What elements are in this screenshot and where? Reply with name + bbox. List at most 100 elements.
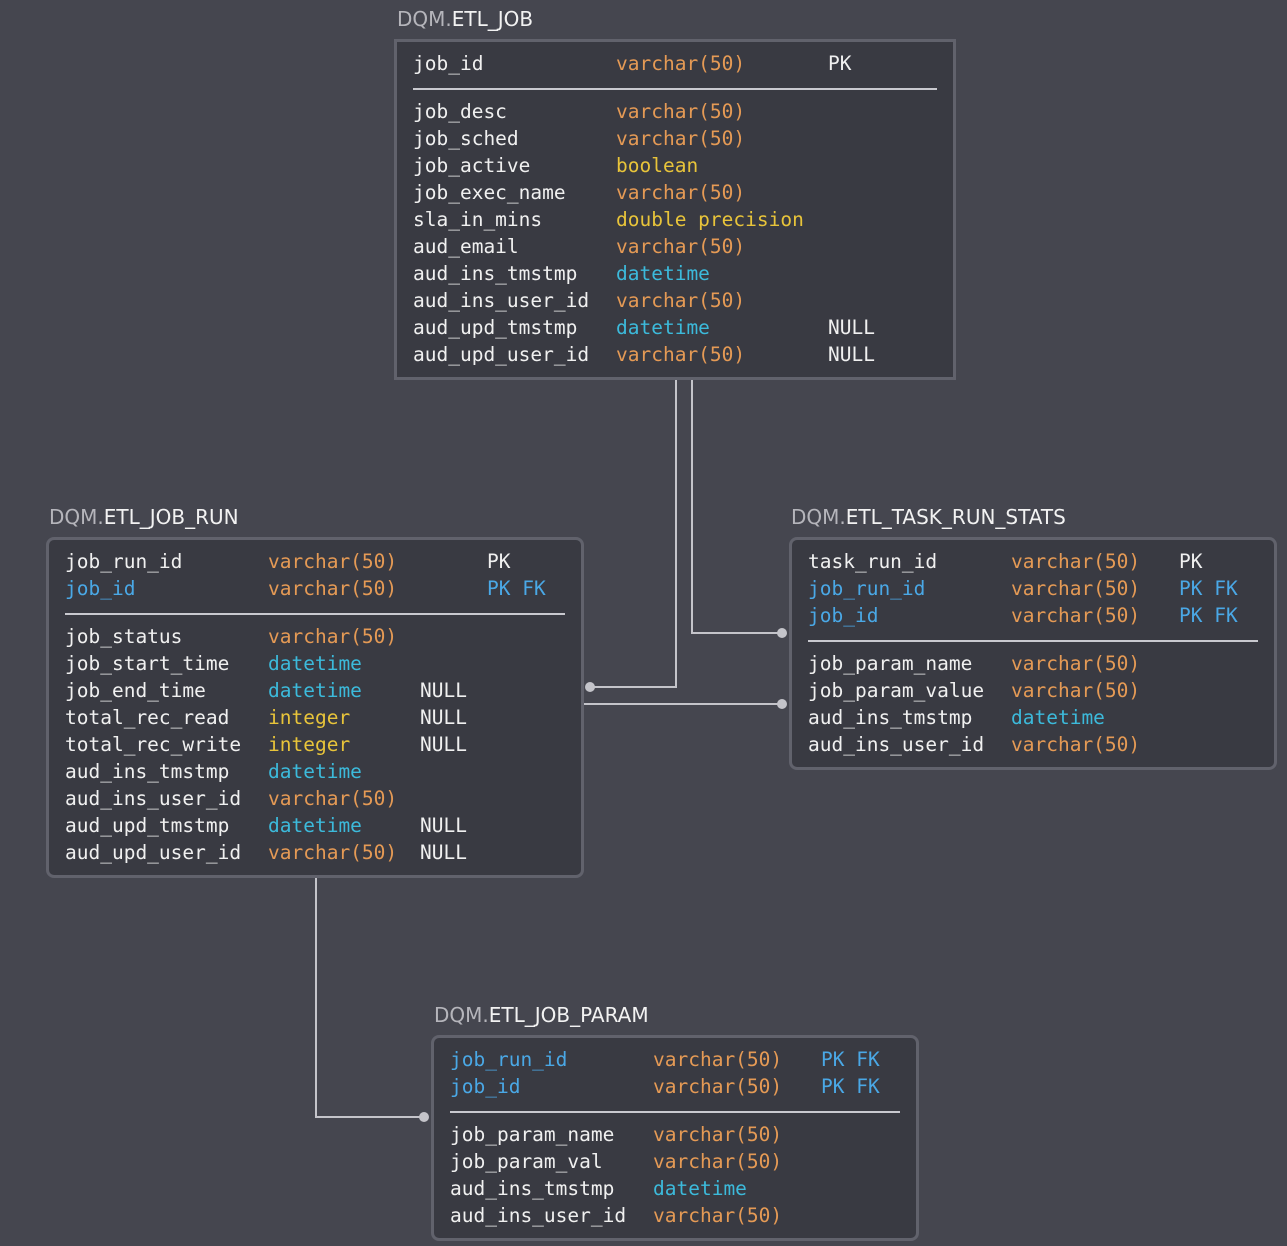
connector-endpoint xyxy=(777,699,787,709)
column-name: aud_ins_tmstmp xyxy=(450,1177,615,1200)
column-name: aud_ins_user_id xyxy=(65,787,242,810)
key-divider xyxy=(808,640,1258,642)
column-name: job_status xyxy=(65,625,183,648)
column-name: job_start_time xyxy=(65,652,230,675)
column-type: varchar(50) xyxy=(616,289,746,312)
column-name: aud_email xyxy=(413,235,519,258)
column-type: varchar(50) xyxy=(268,577,398,600)
connector-job-to-job-run xyxy=(590,380,677,688)
column-type: varchar(50) xyxy=(653,1204,783,1227)
column-flags: NULL xyxy=(420,814,467,837)
column-type: varchar(50) xyxy=(616,100,746,123)
connector-job-to-task-run-stats xyxy=(691,380,782,634)
column-name: job_run_id xyxy=(65,550,183,573)
column-type: varchar(50) xyxy=(653,1075,783,1098)
table-name: ETL_JOB_RUN xyxy=(103,505,239,529)
column-name: job_param_name xyxy=(808,652,973,675)
key-divider xyxy=(65,613,565,615)
column-type: varchar(50) xyxy=(653,1150,783,1173)
connector-endpoint xyxy=(777,628,787,638)
column-name: job_run_id xyxy=(808,577,926,600)
column-type: integer xyxy=(268,733,351,756)
column-name: aud_ins_user_id xyxy=(808,733,985,756)
column-name: job_end_time xyxy=(65,679,206,702)
column-name: aud_upd_user_id xyxy=(413,343,590,366)
column-name: aud_ins_tmstmp xyxy=(413,262,578,285)
schema-name: DQM xyxy=(397,7,446,31)
entity-title-etl-job: DQM.ETL_JOB xyxy=(397,7,534,31)
connector-endpoint xyxy=(585,682,595,692)
column-type: varchar(50) xyxy=(616,52,746,75)
column-name: job_sched xyxy=(413,127,519,150)
column-flags: PK xyxy=(1179,550,1203,573)
entity-etl-job-run[interactable]: job_run_id varchar(50) PK job_id varchar(50)… xyxy=(46,537,584,878)
column-type: varchar(50) xyxy=(653,1048,783,1071)
column-type: varchar(50) xyxy=(1011,652,1141,675)
column-name: job_desc xyxy=(413,100,507,123)
column-type: boolean xyxy=(616,154,699,177)
column-name: job_run_id xyxy=(450,1048,568,1071)
column-type: varchar(50) xyxy=(653,1123,783,1146)
column-type: varchar(50) xyxy=(1011,577,1141,600)
connector-job-run-to-job-param xyxy=(315,878,424,1118)
column-type: varchar(50) xyxy=(616,181,746,204)
column-name: aud_upd_user_id xyxy=(65,841,242,864)
schema-name: DQM xyxy=(434,1003,483,1027)
column-flags: NULL xyxy=(420,733,467,756)
column-type: datetime xyxy=(268,814,362,837)
column-name: job_param_val xyxy=(450,1150,603,1173)
connector-endpoint xyxy=(419,1112,429,1122)
column-type: varchar(50) xyxy=(268,787,398,810)
column-type: varchar(50) xyxy=(1011,550,1141,573)
column-name: sla_in_mins xyxy=(413,208,543,231)
column-type: datetime xyxy=(653,1177,747,1200)
column-type: datetime xyxy=(268,679,362,702)
column-type: varchar(50) xyxy=(616,127,746,150)
column-flags: PK FK xyxy=(821,1048,880,1071)
column-flags: PK xyxy=(828,52,852,75)
column-name: aud_upd_tmstmp xyxy=(413,316,578,339)
column-flags: NULL xyxy=(420,679,467,702)
column-name: job_id xyxy=(65,577,136,600)
column-flags: PK FK xyxy=(821,1075,880,1098)
column-type: varchar(50) xyxy=(1011,604,1141,627)
column-name: aud_ins_user_id xyxy=(413,289,590,312)
column-name: aud_upd_tmstmp xyxy=(65,814,230,837)
schema-name: DQM xyxy=(49,505,98,529)
column-type: datetime xyxy=(616,316,710,339)
column-flags: PK xyxy=(487,550,511,573)
column-flags: NULL xyxy=(828,316,875,339)
column-type: varchar(50) xyxy=(1011,679,1141,702)
column-name: job_id xyxy=(808,604,879,627)
column-type: varchar(50) xyxy=(268,625,398,648)
entity-title-etl-job-param: DQM.ETL_JOB_PARAM xyxy=(434,1003,649,1027)
column-type: varchar(50) xyxy=(616,235,746,258)
table-name: ETL_TASK_RUN_STATS xyxy=(845,505,1066,529)
column-flags: NULL xyxy=(420,706,467,729)
column-type: datetime xyxy=(1011,706,1105,729)
column-flags: PK FK xyxy=(1179,604,1238,627)
column-type: varchar(50) xyxy=(1011,733,1141,756)
schema-name: DQM xyxy=(791,505,840,529)
key-divider xyxy=(450,1111,900,1113)
key-divider xyxy=(413,88,937,90)
entity-title-etl-task-run-stats: DQM.ETL_TASK_RUN_STATS xyxy=(791,505,1066,529)
table-name: ETL_JOB xyxy=(451,7,534,31)
entity-etl-job-param[interactable]: job_run_id varchar(50) PK FK job_id varchar(… xyxy=(431,1035,919,1241)
column-flags: NULL xyxy=(420,841,467,864)
column-type: double precision xyxy=(616,208,804,231)
column-flags: PK FK xyxy=(1179,577,1238,600)
table-name: ETL_JOB_PARAM xyxy=(488,1003,649,1027)
column-flags: NULL xyxy=(828,343,875,366)
column-name: task_run_id xyxy=(808,550,938,573)
column-type: datetime xyxy=(616,262,710,285)
column-name: job_param_value xyxy=(808,679,985,702)
column-name: total_rec_read xyxy=(65,706,230,729)
column-type: datetime xyxy=(268,760,362,783)
column-name: job_id xyxy=(450,1075,521,1098)
column-type: varchar(50) xyxy=(268,841,398,864)
column-type: varchar(50) xyxy=(268,550,398,573)
